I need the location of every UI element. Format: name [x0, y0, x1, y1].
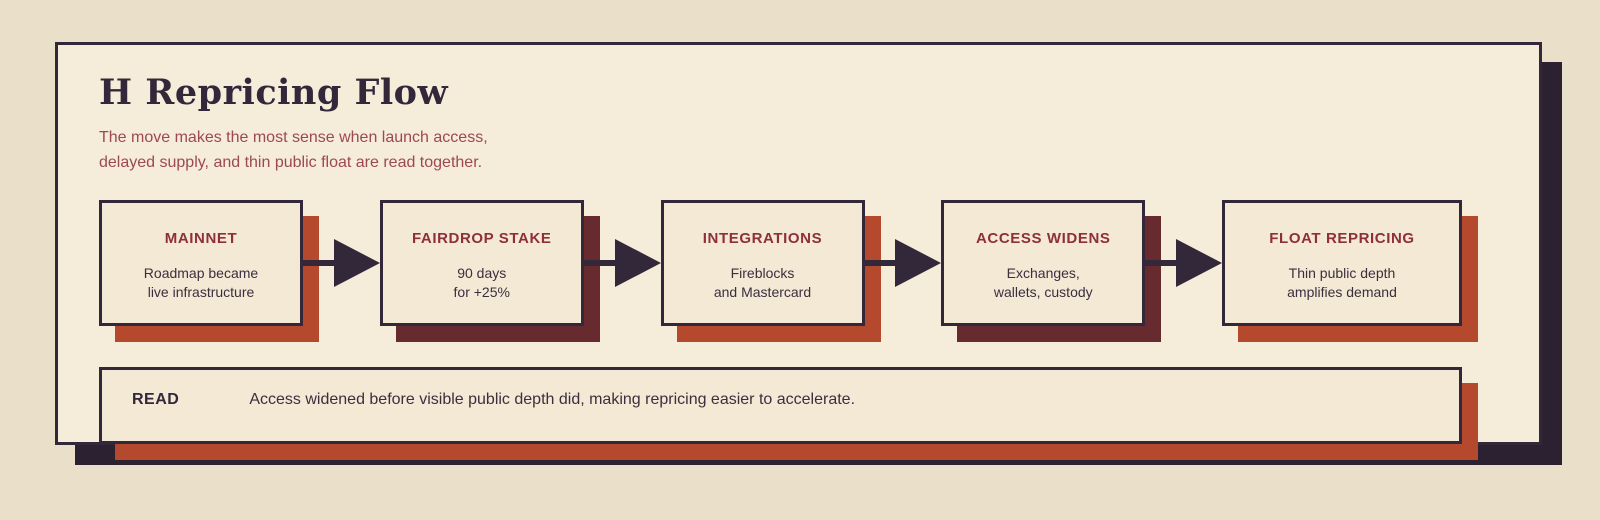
flow-arrow	[303, 200, 380, 326]
arrow-line	[864, 260, 918, 266]
step-body: Thin public depth amplifies demand	[1225, 264, 1459, 302]
arrow-right-icon	[333, 239, 380, 287]
page-subtitle: The move makes the most sense when launc…	[99, 125, 1462, 175]
step-body-line1: 90 days	[457, 265, 507, 281]
step-title: MAINNET	[164, 230, 238, 247]
step-body-line2: amplifies demand	[1287, 284, 1397, 300]
step-body: Roadmap became live infrastructure	[102, 264, 300, 302]
step-title: ACCESS WIDENS	[976, 230, 1111, 247]
flow-arrow	[583, 200, 661, 326]
page-subtitle-line1: The move makes the most sense when launc…	[99, 129, 488, 146]
arrow-line	[303, 260, 356, 266]
page-subtitle-line2: delayed supply, and thin public float ar…	[99, 154, 483, 171]
step-body-line2: for +25%	[453, 284, 510, 300]
arrow-line	[1145, 260, 1198, 266]
flow-step: FLOAT REPRICING Thin public depth amplifie…	[1222, 200, 1462, 326]
step-body-line2: wallets, custody	[993, 284, 1093, 300]
page-title: H Repricing Flow	[99, 72, 449, 113]
read-note-text: Access widened before visible public dep…	[249, 391, 856, 408]
read-note-strip: READ Access widened before visible publi…	[99, 367, 1462, 444]
flow-step: MAINNET Roadmap became live infrastructure	[99, 200, 303, 326]
main-card: H Repricing Flow The move makes the most…	[55, 42, 1542, 445]
step-title: INTEGRATIONS	[702, 230, 823, 247]
step-title: FLOAT REPRICING	[1269, 230, 1415, 247]
arrow-right-icon	[895, 239, 942, 287]
flow-step: FAIRDROP STAKE 90 days for +25%	[379, 200, 584, 326]
flow-step: ACCESS WIDENS Exchanges, wallets, custody	[941, 200, 1146, 326]
step-body-line2: live infrastructure	[147, 284, 255, 300]
flow-arrow	[864, 200, 942, 326]
step-body: Exchanges, wallets, custody	[944, 264, 1142, 302]
step-body-line2: and Mastercard	[713, 284, 812, 300]
step-body-line1: Fireblocks	[730, 265, 795, 281]
arrow-right-icon	[1176, 239, 1222, 287]
flow-arrow	[1145, 200, 1222, 326]
step-body: Fireblocks and Mastercard	[664, 264, 862, 302]
step-body-line1: Thin public depth	[1288, 265, 1396, 281]
step-body: 90 days for +25%	[383, 264, 581, 302]
step-title: FAIRDROP STAKE	[411, 230, 552, 247]
step-body-line1: Exchanges,	[1006, 265, 1080, 281]
flow-step: INTEGRATIONS Fireblocks and Mastercard	[660, 200, 865, 326]
arrow-line	[583, 260, 637, 266]
step-body-line1: Roadmap became	[143, 265, 259, 281]
flow-row: MAINNET Roadmap became live infrastructure…	[99, 200, 1462, 326]
read-note-label: READ	[132, 391, 180, 408]
arrow-right-icon	[614, 239, 661, 287]
